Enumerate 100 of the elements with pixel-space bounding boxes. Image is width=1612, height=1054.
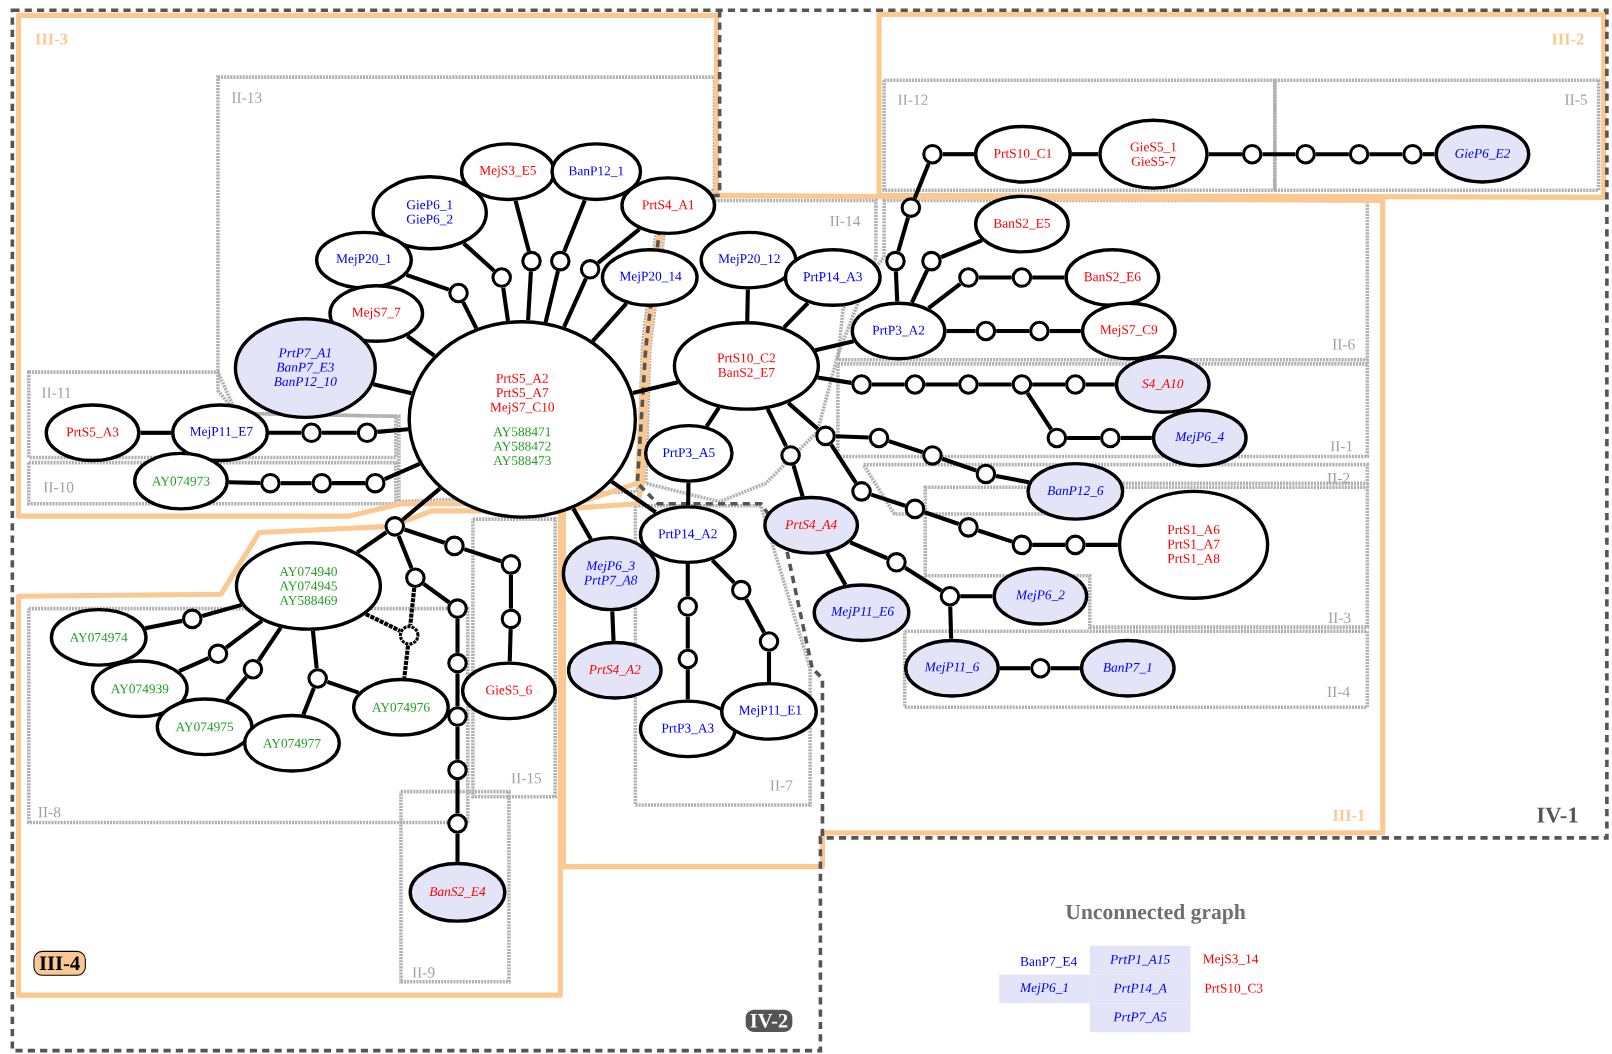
edge-line (766, 651, 772, 683)
region-badge: IV-2 (745, 1009, 793, 1033)
vertex-circle (975, 463, 997, 485)
vertex-circle (311, 473, 333, 494)
vertex-circle (364, 473, 386, 494)
vertex-circle (447, 759, 468, 781)
edge-line (1422, 152, 1435, 157)
vertex-circle (1030, 658, 1051, 679)
vertex-circle (207, 643, 229, 665)
vertex-circle (1065, 534, 1086, 556)
edge-line (685, 616, 690, 649)
edge-line (1032, 275, 1065, 280)
edge-line (455, 673, 460, 707)
region-label: II-3 (1328, 612, 1351, 624)
haplotype-label: MejS3_14 (1203, 954, 1259, 967)
vertex-circle (904, 498, 926, 520)
edge-line (948, 606, 954, 639)
edge-line (508, 574, 513, 609)
edge-line (422, 582, 451, 605)
vertex-circle (579, 259, 601, 280)
edge-line (455, 833, 460, 862)
edge-line (825, 552, 848, 587)
vertex-circle (447, 706, 468, 727)
edge-line (455, 619, 460, 653)
edge-line (710, 558, 736, 585)
region-label: II-10 (43, 482, 74, 493)
edge-line (408, 587, 417, 626)
edge-line (924, 510, 960, 527)
edge-line (507, 629, 513, 662)
edge-line (301, 687, 316, 716)
vertex-circle (447, 598, 468, 619)
edge-line (996, 329, 1030, 334)
edge-line (610, 611, 616, 642)
region-label: IV-1 (1537, 807, 1578, 823)
vertex-circle (851, 481, 872, 502)
vertex-circle (1029, 320, 1050, 342)
edge-line (977, 528, 1013, 544)
region-label: II-4 (1327, 686, 1350, 698)
edge-line (685, 669, 690, 700)
edge-line (686, 482, 691, 506)
edge-line (1050, 666, 1080, 671)
region-label: II-8 (38, 807, 61, 818)
edge-line (978, 382, 1012, 387)
vertex-circle (550, 250, 571, 272)
vertex-circle (260, 473, 281, 494)
edge-line (513, 200, 531, 252)
edge-line (256, 626, 283, 662)
edge-line (225, 675, 248, 702)
edge-line (383, 462, 421, 482)
vertex-circle (958, 374, 979, 395)
edge-line (960, 594, 993, 599)
vertex-circle (904, 374, 926, 395)
edge-line (1032, 382, 1066, 387)
vertex-circle (242, 659, 264, 680)
edge-line (406, 334, 436, 358)
vertex-circle (448, 282, 469, 304)
edge-line (455, 780, 460, 814)
edge-line (829, 443, 858, 484)
region-label: III-1 (1332, 809, 1365, 821)
edge-line (904, 566, 943, 593)
edge-line (1369, 152, 1403, 157)
edge-line (201, 603, 243, 619)
edge-line (562, 278, 588, 328)
edge-line (814, 339, 855, 353)
haplotype-label: MejP6_1 (999, 974, 1090, 1004)
vertex-circle (301, 422, 322, 444)
edge-line (280, 481, 312, 486)
edge-line (685, 564, 690, 597)
region-label: II-7 (770, 780, 793, 791)
edge-line (791, 464, 805, 498)
vertex-circle (922, 445, 943, 466)
vertex-circle (521, 250, 542, 272)
haplotype-label: PrtP14_A (1089, 974, 1191, 1004)
vertex-circle (921, 250, 942, 272)
edge-line (269, 430, 302, 435)
region-badge: III-4 (33, 951, 86, 976)
edge-line (596, 227, 641, 265)
edge-line (835, 434, 869, 440)
region-label: II-1 (1330, 441, 1353, 452)
vertex-circle (1241, 144, 1263, 165)
edge-line (356, 530, 388, 555)
vertex-circle (730, 579, 752, 601)
edge-line (941, 456, 977, 473)
edge-line (978, 275, 1012, 280)
region-label: II-6 (1332, 339, 1355, 350)
region-label: III-2 (1551, 33, 1584, 45)
edge-line (610, 480, 657, 515)
region-label: II-5 (1565, 94, 1587, 105)
vertex-circle (677, 596, 699, 617)
edge-line (403, 527, 446, 545)
edge-line (326, 680, 360, 695)
vertex-circle (444, 535, 465, 557)
edge-line (946, 329, 976, 334)
edge-line (224, 619, 264, 650)
edge-line (632, 380, 679, 396)
edge-line (1208, 152, 1242, 157)
edge-line (144, 619, 183, 631)
region-label: II-12 (898, 94, 928, 105)
edge-line (893, 271, 900, 302)
edge-line (461, 301, 479, 330)
